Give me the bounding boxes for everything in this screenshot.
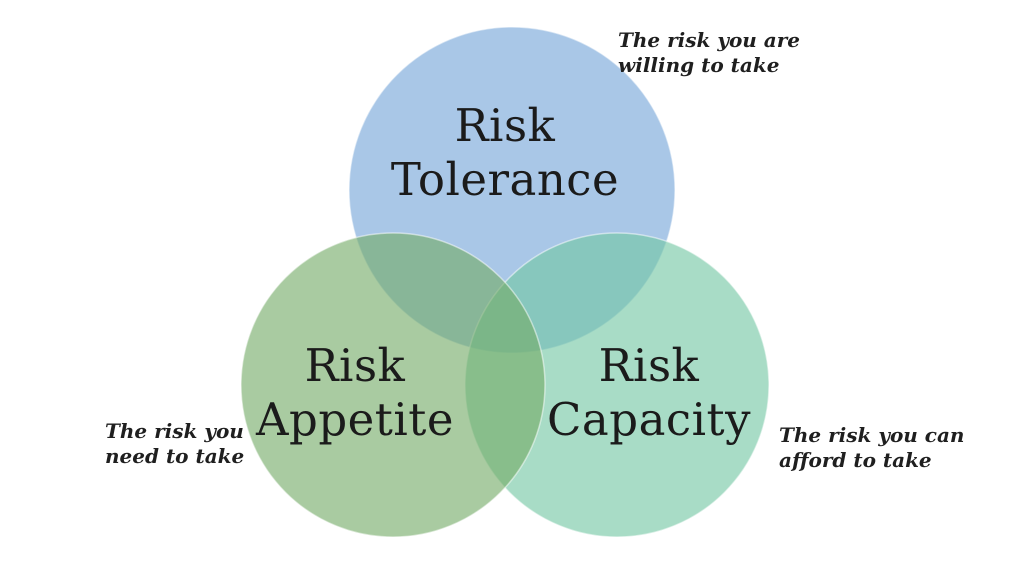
risk-tolerance-annotation-line2: willing to take xyxy=(618,53,780,77)
risk-tolerance-label-line1: Risk xyxy=(454,99,556,152)
risk-capacity-annotation-line1: The risk you can xyxy=(779,423,965,447)
risk-appetite-label: Risk Appetite xyxy=(195,339,515,447)
risk-appetite-annotation-line2: need to take xyxy=(105,444,245,468)
risk-appetite-label-line2: Appetite xyxy=(256,393,454,446)
risk-tolerance-label: Risk Tolerance xyxy=(345,99,665,207)
risk-capacity-label-line1: Risk xyxy=(598,339,700,392)
risk-appetite-annotation-line1: The risk you xyxy=(105,419,244,443)
risk-appetite-label-line1: Risk xyxy=(304,339,406,392)
risk-capacity-label-line2: Capacity xyxy=(547,393,751,446)
risk-appetite-annotation: The risk you need to take xyxy=(105,419,244,469)
risk-tolerance-label-line2: Tolerance xyxy=(390,153,620,206)
risk-appetite-circle xyxy=(240,232,546,538)
risk-capacity-label: Risk Capacity xyxy=(489,339,809,447)
risk-capacity-annotation-line2: afford to take xyxy=(779,448,932,472)
risk-tolerance-annotation: The risk you are willing to take xyxy=(618,28,800,78)
risk-tolerance-annotation-line1: The risk you are xyxy=(618,28,801,52)
risk-capacity-annotation: The risk you can afford to take xyxy=(779,423,964,473)
